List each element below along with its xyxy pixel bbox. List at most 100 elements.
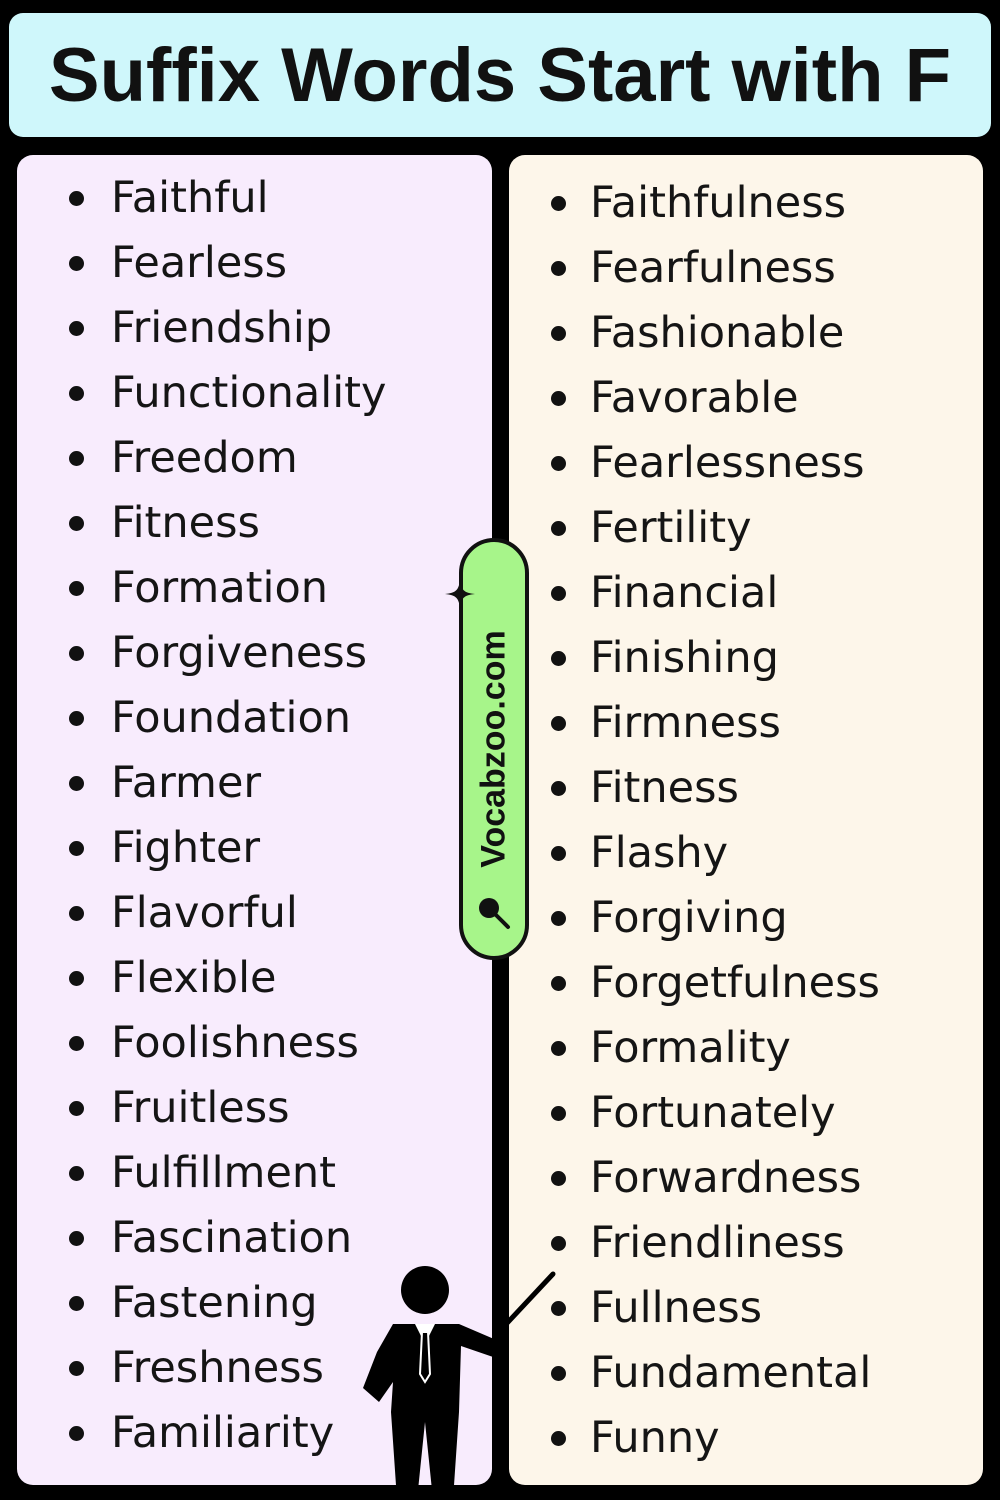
word-text: Flashy bbox=[590, 828, 729, 878]
word-text: Fortunately bbox=[590, 1088, 836, 1138]
left-word-item: Foolishness bbox=[69, 1011, 359, 1076]
word-text: Functionality bbox=[111, 368, 387, 418]
bullet-icon bbox=[69, 1296, 84, 1311]
bullet-icon bbox=[551, 1431, 566, 1446]
left-word-item: Farmer bbox=[69, 751, 262, 816]
bullet-icon bbox=[551, 391, 566, 406]
bullet-icon bbox=[69, 1426, 84, 1441]
left-word-item: Fighter bbox=[69, 816, 261, 881]
left-word-item: Fascination bbox=[69, 1206, 353, 1271]
left-word-item: Formation bbox=[69, 556, 329, 621]
left-word-item: Faithful bbox=[69, 166, 269, 231]
bullet-icon bbox=[69, 451, 84, 466]
word-text: Foundation bbox=[111, 693, 352, 743]
title-banner: Suffix Words Start with F bbox=[9, 13, 991, 137]
right-word-item: Finishing bbox=[551, 626, 779, 691]
word-text: Fundamental bbox=[590, 1348, 872, 1398]
right-word-item: Fearlessness bbox=[551, 431, 865, 496]
left-word-item: Flavorful bbox=[69, 881, 298, 946]
left-word-item: Fulfillment bbox=[69, 1141, 337, 1206]
left-word-item: Functionality bbox=[69, 361, 387, 426]
left-word-item: Fruitless bbox=[69, 1076, 290, 1141]
right-word-item: Firmness bbox=[551, 691, 781, 756]
word-text: Fertility bbox=[590, 503, 752, 553]
left-word-item: Freshness bbox=[69, 1336, 324, 1401]
bullet-icon bbox=[551, 1171, 566, 1186]
right-word-item: Favorable bbox=[551, 366, 799, 431]
word-text: Foolishness bbox=[111, 1018, 359, 1068]
bullet-icon bbox=[69, 516, 84, 531]
bullet-icon bbox=[551, 521, 566, 536]
right-word-item: Fertility bbox=[551, 496, 752, 561]
left-word-item: Fitness bbox=[69, 491, 260, 556]
word-text: Financial bbox=[590, 568, 779, 618]
word-text: Fitness bbox=[590, 763, 739, 813]
word-text: Favorable bbox=[590, 373, 799, 423]
bullet-icon bbox=[551, 586, 566, 601]
word-text: Fearfulness bbox=[590, 243, 836, 293]
right-word-item: Funny bbox=[551, 1406, 720, 1471]
left-word-item: Flexible bbox=[69, 946, 277, 1011]
right-word-item: Formality bbox=[551, 1016, 791, 1081]
word-text: Fascination bbox=[111, 1213, 353, 1263]
left-word-item: Friendship bbox=[69, 296, 333, 361]
left-word-item: Foundation bbox=[69, 686, 352, 751]
bullet-icon bbox=[69, 321, 84, 336]
word-text: Freshness bbox=[111, 1343, 324, 1393]
right-word-item: Fearfulness bbox=[551, 236, 836, 301]
bullet-icon bbox=[551, 716, 566, 731]
bullet-icon bbox=[551, 1301, 566, 1316]
left-word-item: Freedom bbox=[69, 426, 298, 491]
left-word-item: Familiarity bbox=[69, 1401, 335, 1466]
bullet-icon bbox=[551, 1106, 566, 1121]
word-text: Flexible bbox=[111, 953, 277, 1003]
bullet-icon bbox=[69, 191, 84, 206]
right-word-item: Faithfulness bbox=[551, 171, 846, 236]
bullet-icon bbox=[551, 911, 566, 926]
word-text: Fearless bbox=[111, 238, 288, 288]
bullet-icon bbox=[551, 1366, 566, 1381]
bullet-icon bbox=[551, 261, 566, 276]
word-text: Fitness bbox=[111, 498, 260, 548]
bullet-icon bbox=[69, 776, 84, 791]
word-text: Fruitless bbox=[111, 1083, 290, 1133]
word-text: Fashionable bbox=[590, 308, 845, 358]
word-text: Fulfillment bbox=[111, 1148, 337, 1198]
bullet-icon bbox=[69, 906, 84, 921]
bullet-icon bbox=[551, 651, 566, 666]
word-text: Finishing bbox=[590, 633, 779, 683]
bullet-icon bbox=[69, 841, 84, 856]
website-badge-text: Vocabzoo.com bbox=[474, 630, 513, 868]
website-badge: Vocabzoo.com bbox=[459, 538, 529, 960]
word-text: Freedom bbox=[111, 433, 298, 483]
bullet-icon bbox=[69, 1166, 84, 1181]
right-word-item: Financial bbox=[551, 561, 779, 626]
word-text: Formation bbox=[111, 563, 329, 613]
bullet-icon bbox=[69, 646, 84, 661]
word-text: Friendship bbox=[111, 303, 333, 353]
right-word-item: Fundamental bbox=[551, 1341, 872, 1406]
bullet-icon bbox=[69, 1101, 84, 1116]
word-text: Fastening bbox=[111, 1278, 318, 1328]
right-word-item: Fitness bbox=[551, 756, 739, 821]
word-text: Funny bbox=[590, 1413, 720, 1463]
word-text: Forwardness bbox=[590, 1153, 862, 1203]
bullet-icon bbox=[551, 196, 566, 211]
right-word-item: Fullness bbox=[551, 1276, 762, 1341]
right-word-item: Fortunately bbox=[551, 1081, 836, 1146]
bullet-icon bbox=[69, 581, 84, 596]
bullet-icon bbox=[69, 1036, 84, 1051]
word-text: Firmness bbox=[590, 698, 781, 748]
word-text: Farmer bbox=[111, 758, 262, 808]
bullet-icon bbox=[69, 971, 84, 986]
word-text: Friendliness bbox=[590, 1218, 845, 1268]
left-word-item: Fearless bbox=[69, 231, 288, 296]
bullet-icon bbox=[69, 386, 84, 401]
bullet-icon bbox=[551, 846, 566, 861]
word-text: Familiarity bbox=[111, 1408, 335, 1458]
left-word-item: Forgiveness bbox=[69, 621, 367, 686]
word-text: Fighter bbox=[111, 823, 261, 873]
right-word-item: Friendliness bbox=[551, 1211, 845, 1276]
